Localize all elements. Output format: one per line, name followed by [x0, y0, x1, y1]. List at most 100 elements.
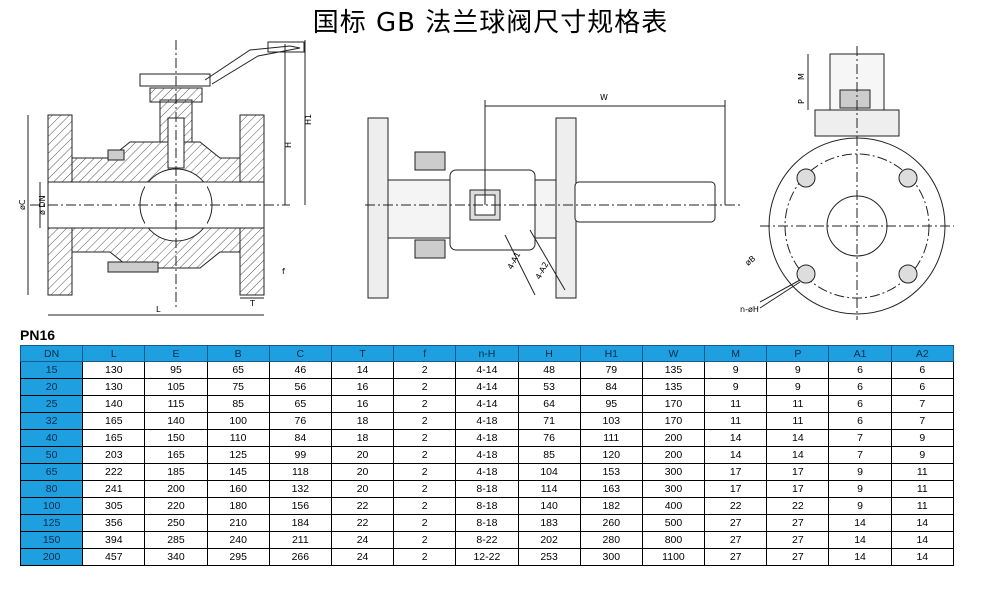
table-cell: 140	[517, 497, 581, 515]
table-cell: 130	[82, 378, 146, 396]
table-cell: 203	[82, 446, 146, 464]
table-cell: 9	[890, 446, 955, 464]
table-cell: 105	[144, 378, 208, 396]
table-cell: 79	[579, 361, 643, 379]
table-cell: 2	[393, 429, 457, 447]
table-cell: 18	[330, 412, 395, 430]
dn-cell: 32	[19, 412, 84, 430]
table-cell: 8-18	[455, 480, 519, 498]
table-cell: 65	[206, 361, 270, 379]
table-cell: 200	[641, 429, 706, 447]
table-cell: 22	[704, 497, 768, 515]
column-header: W	[641, 345, 706, 362]
table-cell: 111	[579, 429, 643, 447]
label-odn: ø DN	[38, 195, 47, 215]
table-cell: 295	[206, 548, 270, 566]
table-cell: 14	[890, 548, 955, 566]
table-cell: 1100	[641, 548, 706, 566]
table-cell: 12-22	[455, 548, 519, 566]
label-w: W	[600, 93, 608, 102]
table-cell: 145	[206, 463, 270, 481]
table-cell: 2	[393, 412, 457, 430]
table-cell: 95	[579, 395, 643, 413]
table-cell: 9	[766, 378, 830, 396]
table-cell: 180	[206, 497, 270, 515]
table-cell: 20	[330, 463, 395, 481]
table-cell: 11	[704, 395, 768, 413]
table-cell: 2	[393, 548, 457, 566]
table-cell: 11	[704, 412, 768, 430]
column-header: L	[82, 345, 146, 362]
table-cell: 24	[330, 531, 395, 549]
table-cell: 200	[144, 480, 208, 498]
column-header: A1	[828, 345, 892, 362]
label-h: H	[284, 142, 293, 148]
label-t: T	[249, 299, 255, 308]
table-cell: 2	[393, 514, 457, 532]
table-cell: 20	[330, 480, 395, 498]
table-cell: 14	[766, 429, 830, 447]
table-cell: 7	[890, 395, 955, 413]
table-cell: 22	[766, 497, 830, 515]
table-cell: 4-14	[455, 378, 519, 396]
table-cell: 185	[144, 463, 208, 481]
table-cell: 6	[828, 395, 892, 413]
table-cell: 65	[268, 395, 332, 413]
table-cell: 14	[828, 531, 892, 549]
table-cell: 457	[82, 548, 146, 566]
table-cell: 153	[579, 463, 643, 481]
table-cell: 200	[641, 446, 706, 464]
table-cell: 6	[890, 378, 955, 396]
table-cell: 260	[579, 514, 643, 532]
table-cell: 14	[330, 361, 395, 379]
table-cell: 53	[517, 378, 581, 396]
table-cell: 182	[579, 497, 643, 515]
table-cell: 64	[517, 395, 581, 413]
table-cell: 300	[641, 463, 706, 481]
dn-cell: 25	[19, 395, 84, 413]
label-nh: n-øH	[740, 305, 759, 314]
table-cell: 11	[890, 497, 955, 515]
column-header: C	[268, 345, 332, 362]
table-cell: 220	[144, 497, 208, 515]
table-cell: 85	[206, 395, 270, 413]
table-cell: 104	[517, 463, 581, 481]
table-cell: 9	[704, 361, 768, 379]
table-cell: 27	[766, 531, 830, 549]
table-cell: 11	[766, 412, 830, 430]
table-cell: 202	[517, 531, 581, 549]
table-cell: 17	[704, 480, 768, 498]
table-cell: 14	[890, 531, 955, 549]
pressure-class-label: PN16	[20, 327, 56, 343]
column-header: f	[393, 345, 457, 362]
column-header: T	[330, 345, 395, 362]
table-cell: 99	[268, 446, 332, 464]
table-cell: 130	[82, 361, 146, 379]
table-cell: 240	[206, 531, 270, 549]
table-cell: 2	[393, 361, 457, 379]
table-cell: 280	[579, 531, 643, 549]
table-cell: 170	[641, 395, 706, 413]
label-a1: 4-A1	[506, 250, 523, 270]
table-cell: 2	[393, 531, 457, 549]
label-a2: 4-A2	[534, 260, 551, 280]
table-cell: 114	[517, 480, 581, 498]
table-cell: 14	[766, 446, 830, 464]
column-header: H	[517, 345, 581, 362]
table-cell: 118	[268, 463, 332, 481]
column-header: DN	[19, 345, 84, 362]
table-cell: 356	[82, 514, 146, 532]
table-cell: 8-18	[455, 497, 519, 515]
table-cell: 170	[641, 412, 706, 430]
table-cell: 27	[704, 514, 768, 532]
table-cell: 17	[766, 463, 830, 481]
dn-cell: 150	[19, 531, 84, 549]
table-cell: 4-14	[455, 361, 519, 379]
table-cell: 9	[704, 378, 768, 396]
column-header: B	[206, 345, 270, 362]
